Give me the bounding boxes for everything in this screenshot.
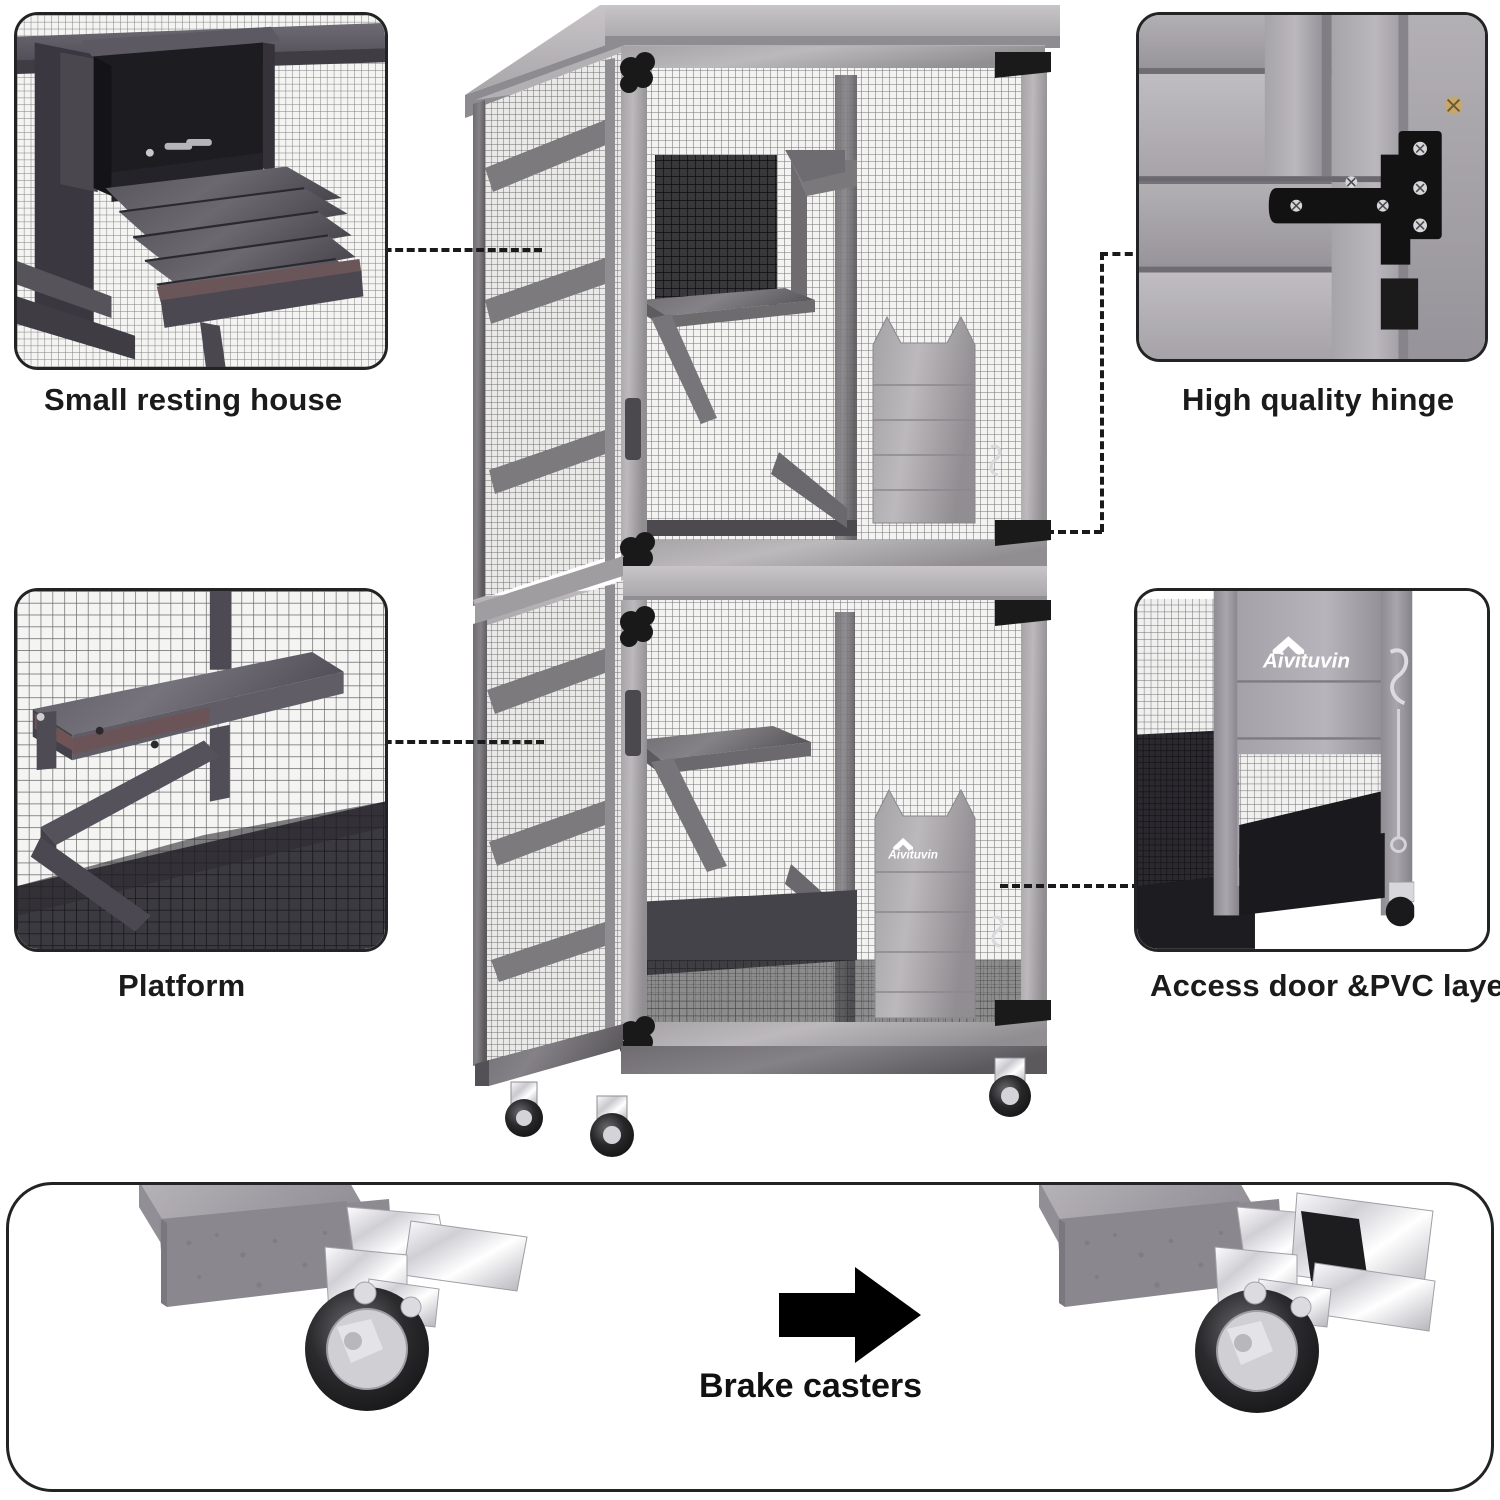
leader-line-resting-house <box>372 248 542 252</box>
leader-line-hinge-bottom <box>1046 530 1102 534</box>
upper-cat-door <box>872 315 1002 524</box>
caster-front-center <box>590 1095 634 1157</box>
latch-hook-icon <box>1389 648 1409 705</box>
callout-platform[interactable] <box>14 588 388 952</box>
leader-line-platform <box>372 740 544 744</box>
brand-text: Aivituvin <box>1262 650 1350 673</box>
product-illustration: Aivituvin <box>465 5 1060 1157</box>
callout-small-resting-house[interactable] <box>14 12 388 370</box>
panel-label-brake-casters: Brake casters <box>699 1367 923 1405</box>
arrow-right-icon <box>779 1265 923 1365</box>
resting-house-photo <box>17 15 385 367</box>
leader-line-hinge-top <box>1100 252 1170 256</box>
product-photo: Aivituvin <box>455 0 1075 1160</box>
brand-plate-icon: Aivituvin <box>1262 636 1350 673</box>
callout-high-quality-hinge[interactable] <box>1136 12 1488 362</box>
caster-unlocked-photo <box>139 1185 609 1439</box>
caster-front-left <box>505 1081 543 1137</box>
platform-photo <box>17 591 385 949</box>
leader-line-access-door <box>1000 884 1152 888</box>
caster-icon <box>1385 881 1416 927</box>
access-door-photo: Aivituvin <box>1137 591 1487 949</box>
callout-label-platform: Platform <box>118 968 246 1003</box>
callout-access-door-pvc-layer[interactable]: Aivituvin <box>1134 588 1490 952</box>
callout-label-access-door-pvc-layer: Access door &PVC layer <box>1150 968 1500 1003</box>
callout-label-small-resting-house: Small resting house <box>44 382 343 417</box>
hinge-photo <box>1139 15 1485 359</box>
lower-cat-door: Aivituvin <box>874 788 1004 1019</box>
panel-brake-casters[interactable]: Brake casters <box>6 1182 1494 1492</box>
callout-label-high-quality-hinge: High quality hinge <box>1182 382 1455 417</box>
caster-locked-photo <box>1039 1185 1491 1439</box>
leader-line-hinge-vertical <box>1100 252 1104 532</box>
svg-text:Aivituvin: Aivituvin <box>887 848 938 861</box>
caster-front-right <box>989 1057 1031 1117</box>
brand-plate-lower-icon: Aivituvin <box>887 837 938 861</box>
